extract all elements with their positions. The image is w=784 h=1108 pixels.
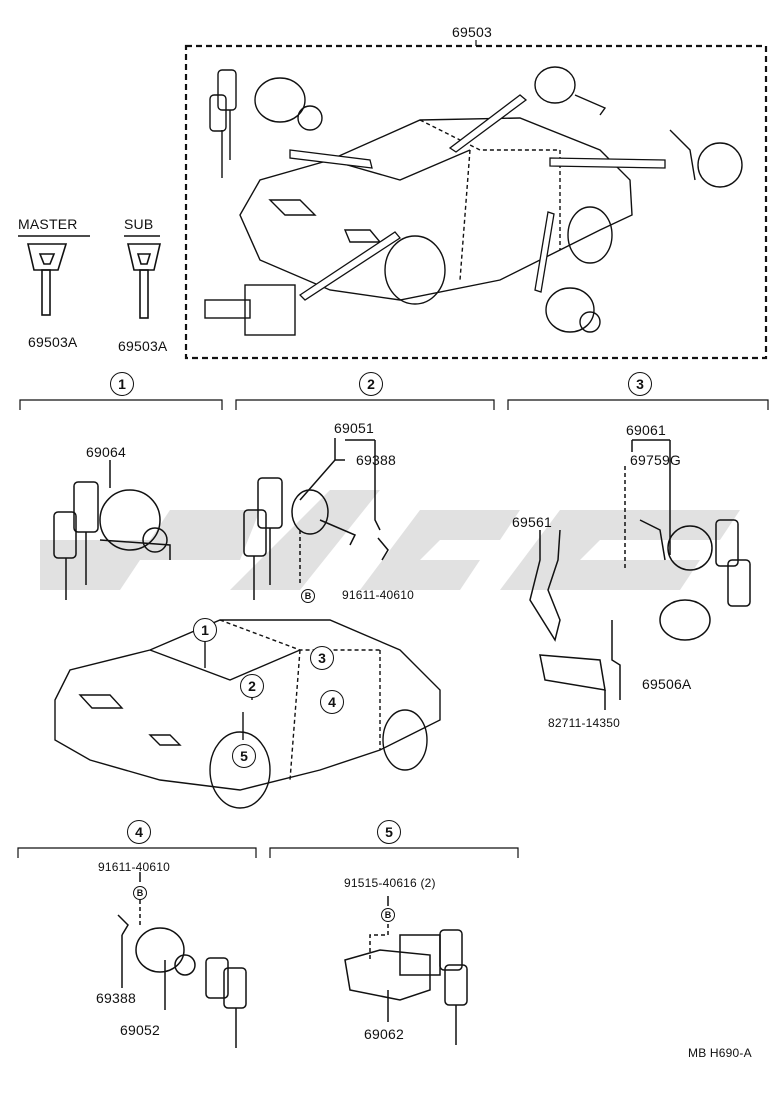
label-p2-cyl: 69051 bbox=[334, 420, 374, 436]
kit-box bbox=[184, 44, 768, 360]
kit-parts bbox=[204, 66, 743, 336]
car-callout-3: 3 bbox=[310, 646, 334, 670]
bolt-callout-p4: B bbox=[133, 886, 147, 900]
label-p2-clip: 69388 bbox=[356, 452, 396, 468]
label-kit-top: 69503 bbox=[452, 24, 492, 40]
label-p3-rod: 82711-14350 bbox=[548, 716, 621, 730]
section-2-callout: 2 bbox=[359, 372, 383, 396]
label-p5-bolt: 91515-40616 (2) bbox=[344, 876, 436, 890]
section-4-callout: 4 bbox=[127, 820, 151, 844]
label-p2-bolt: 91611-40610 bbox=[342, 588, 415, 602]
car-callout-2: 2 bbox=[240, 674, 264, 698]
label-p3-cyl: 69061 bbox=[626, 422, 666, 438]
car-callout-4: 4 bbox=[320, 690, 344, 714]
section2-parts bbox=[243, 438, 389, 600]
section4-parts bbox=[117, 872, 247, 1048]
arrows-top bbox=[289, 94, 666, 301]
bolt-callout-p5: B bbox=[381, 908, 395, 922]
section-3-callout: 3 bbox=[628, 372, 652, 396]
section3-parts bbox=[529, 439, 751, 710]
label-p3-pin: 69759G bbox=[630, 452, 682, 468]
label-master: MASTER bbox=[18, 216, 78, 232]
label-p4-bolt: 91611-40610 bbox=[98, 860, 171, 874]
label-sub-key: 69503A bbox=[118, 338, 168, 354]
watermark-logo bbox=[40, 490, 740, 590]
label-sub: SUB bbox=[124, 216, 154, 232]
label-p4-cyl: 69052 bbox=[120, 1022, 160, 1038]
label-p1-cyl: 69064 bbox=[86, 444, 126, 460]
car-top-illustration bbox=[239, 117, 633, 305]
car-callout-1: 1 bbox=[193, 618, 217, 642]
car-callout-5: 5 bbox=[232, 744, 256, 768]
section-1-callout: 1 bbox=[110, 372, 134, 396]
footer-code: MB H690-A bbox=[688, 1046, 752, 1060]
label-p4-clip: 69388 bbox=[96, 990, 136, 1006]
label-p3-lever: 69561 bbox=[512, 514, 552, 530]
label-p5-cyl: 69062 bbox=[364, 1026, 404, 1042]
car-middle-illustration bbox=[54, 619, 441, 809]
bolt-callout-p2: B bbox=[301, 589, 315, 603]
label-p3-housing: 69506A bbox=[642, 676, 692, 692]
section1-parts bbox=[53, 460, 171, 600]
label-master-key: 69503A bbox=[28, 334, 78, 350]
master-sub-keys bbox=[18, 235, 162, 319]
section-5-callout: 5 bbox=[377, 820, 401, 844]
section5-parts bbox=[344, 896, 468, 1045]
section-brackets bbox=[17, 399, 769, 858]
